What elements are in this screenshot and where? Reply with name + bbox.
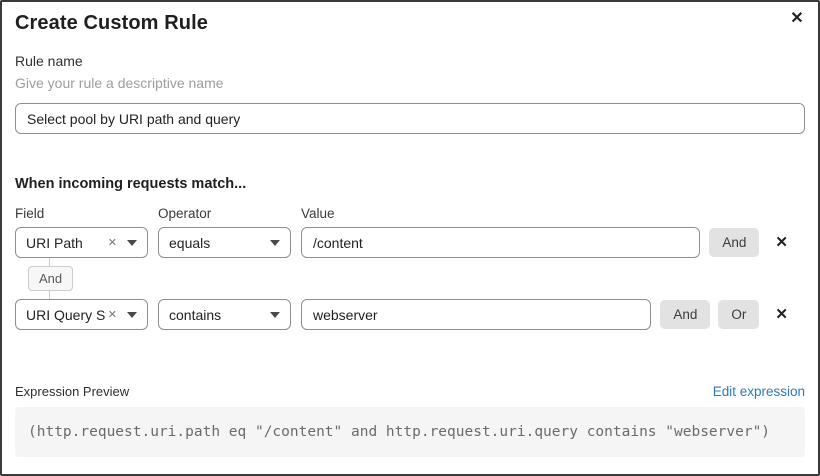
condition-row: URI Query St... ✕ contains And Or ✕ bbox=[15, 299, 805, 330]
field-select-value: URI Path bbox=[26, 234, 83, 251]
row-connector: And bbox=[28, 258, 805, 299]
expression-code: (http.request.uri.path eq "/content" and… bbox=[15, 407, 805, 457]
connector-line bbox=[49, 291, 50, 299]
operator-select-value: equals bbox=[169, 234, 211, 251]
rule-name-input[interactable] bbox=[15, 103, 805, 134]
value-column-label: Value bbox=[301, 206, 335, 221]
value-input[interactable] bbox=[301, 227, 701, 258]
operator-select-value: contains bbox=[169, 306, 222, 323]
and-button[interactable]: And bbox=[709, 228, 760, 257]
condition-row: URI Path ✕ equals And ✕ bbox=[15, 227, 805, 258]
field-select-value: URI Query St... bbox=[26, 306, 106, 323]
field-select[interactable]: URI Query St... ✕ bbox=[15, 299, 148, 330]
rule-name-label: Rule name bbox=[15, 53, 83, 69]
and-connector-badge: And bbox=[28, 266, 74, 291]
field-column-label: Field bbox=[15, 206, 45, 221]
page-title: Create Custom Rule bbox=[15, 12, 208, 34]
delete-row-icon[interactable]: ✕ bbox=[775, 234, 788, 251]
match-section: When incoming requests match... Field Op… bbox=[15, 176, 805, 330]
edit-expression-link[interactable]: Edit expression bbox=[712, 384, 805, 399]
chevron-down-icon bbox=[127, 311, 137, 318]
chevron-down-icon bbox=[270, 239, 280, 246]
or-button[interactable]: Or bbox=[718, 300, 760, 329]
match-heading: When incoming requests match... bbox=[15, 176, 247, 192]
chevron-down-icon bbox=[270, 311, 280, 318]
clear-icon[interactable]: ✕ bbox=[107, 237, 117, 249]
operator-select[interactable]: contains bbox=[158, 299, 291, 330]
rule-name-helper: Give your rule a descriptive name bbox=[15, 75, 224, 91]
and-button[interactable]: And bbox=[660, 300, 711, 329]
operator-column-label: Operator bbox=[158, 206, 212, 221]
field-select[interactable]: URI Path ✕ bbox=[15, 227, 148, 258]
close-icon[interactable]: ✕ bbox=[786, 8, 808, 30]
connector-line bbox=[49, 258, 50, 266]
rule-name-section: Rule name Give your rule a descriptive n… bbox=[15, 53, 805, 134]
clear-icon[interactable]: ✕ bbox=[107, 309, 117, 321]
value-input[interactable] bbox=[301, 299, 652, 330]
operator-select[interactable]: equals bbox=[158, 227, 291, 258]
condition-column-labels: Field Operator Value bbox=[15, 206, 805, 221]
delete-row-icon[interactable]: ✕ bbox=[775, 306, 788, 323]
expression-preview-section: Expression Preview Edit expression (http… bbox=[15, 384, 805, 457]
expression-preview-label: Expression Preview bbox=[15, 384, 130, 399]
chevron-down-icon bbox=[127, 239, 137, 246]
